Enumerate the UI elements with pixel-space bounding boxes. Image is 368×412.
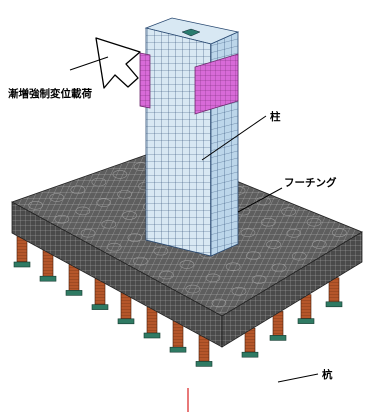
pile-head-mark — [205, 273, 221, 283]
pile-head-mark — [332, 228, 347, 238]
pile-head-mark — [96, 198, 111, 207]
pile-head-mark — [281, 207, 296, 216]
pile-leader-line — [277, 373, 319, 383]
footing-leader-line — [237, 187, 283, 213]
pile-head-mark — [286, 229, 302, 238]
pile-head-mark — [106, 242, 122, 252]
pile-head-mark — [28, 200, 43, 210]
loading-plate-left — [139, 52, 151, 109]
pile-head-mark — [311, 240, 327, 249]
load-leader-line — [69, 56, 109, 71]
pile-head-mark — [291, 251, 307, 261]
pile-head-mark — [153, 246, 169, 256]
piles-group — [13, 235, 343, 367]
pile-head-mark — [75, 206, 91, 216]
load-arrow-icon — [95, 37, 141, 89]
pile-head-mark — [246, 251, 261, 260]
pile-head-mark — [117, 190, 132, 199]
pile-head-mark — [211, 298, 227, 308]
pile-head-mark — [266, 240, 281, 249]
pile-head-mark — [256, 196, 271, 206]
column-leader-line — [201, 115, 267, 161]
loading-plate-right — [194, 53, 239, 115]
pile-head-mark — [261, 217, 276, 227]
column-label: 柱 — [270, 110, 281, 123]
pile-head-mark — [101, 220, 117, 229]
pile-head-mark — [306, 217, 322, 227]
core-top-square — [181, 28, 201, 37]
pile — [241, 327, 259, 358]
pile-head-mark — [80, 228, 96, 238]
pile-head-mark — [231, 287, 247, 296]
load-label: 漸増強制変位載荷 — [8, 87, 92, 100]
column — [144, 17, 240, 257]
pile-head-mark — [225, 262, 241, 272]
footing-right-face — [221, 231, 363, 348]
pile-head-mark — [185, 284, 201, 294]
footing-label: フーチング — [284, 176, 337, 189]
pile-head-mark — [49, 193, 65, 202]
pile-head-mark — [240, 228, 256, 238]
pile-head-mark — [70, 185, 86, 195]
pile-head-mark — [54, 214, 70, 224]
pile-head-mark — [122, 211, 137, 220]
pile-head-mark — [271, 263, 287, 273]
pile-head-mark — [133, 256, 148, 266]
pile-head-mark — [179, 260, 195, 269]
pile-head-mark — [91, 177, 107, 187]
pile-head-mark — [159, 270, 174, 280]
pile-head-mark — [112, 170, 128, 179]
pile-head-mark — [127, 233, 143, 243]
column-left-face — [145, 27, 212, 257]
pile-label: 杭 — [322, 368, 333, 381]
pile-head-mark — [251, 275, 267, 284]
